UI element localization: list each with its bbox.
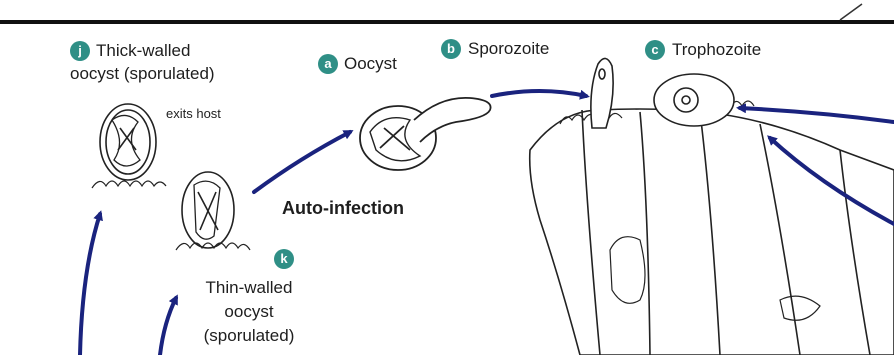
- thin-walled-oocyst-drawing: [176, 172, 250, 250]
- corner-line: [840, 4, 862, 20]
- badge-b: b: [441, 39, 461, 59]
- thin-walled-label-line1: Thin-walled: [190, 278, 308, 298]
- thin-walled-label-line3: (sporulated): [184, 326, 314, 346]
- badge-c: c: [645, 40, 665, 60]
- badge-j: j: [70, 41, 90, 61]
- arrow-up-to-thin-oocyst: [160, 298, 176, 355]
- arrow-up-to-thick-oocyst: [80, 214, 100, 355]
- oocyst-drawing: [360, 98, 491, 170]
- host-epithelium-drawing: [530, 101, 894, 355]
- thick-walled-oocyst-drawing: [92, 104, 166, 188]
- thin-walled-label-line2: oocyst: [190, 302, 308, 322]
- trophozoite-label: Trophozoite: [672, 40, 761, 60]
- arrow-to-trophozoite-upper: [740, 108, 894, 122]
- arrow-thin-oocyst-to-oocyst: [254, 132, 350, 192]
- trophozoite-drawing: [654, 74, 734, 126]
- badge-k: k: [274, 249, 294, 269]
- auto-infection-label: Auto-infection: [282, 198, 404, 218]
- oocyst-label: Oocyst: [344, 54, 397, 74]
- arrow-oocyst-to-sporozoite: [492, 91, 586, 96]
- exits-host-note: exits host: [166, 104, 221, 124]
- sporozoite-label: Sporozoite: [468, 39, 549, 59]
- badge-a: a: [318, 54, 338, 74]
- thick-walled-label-line1: Thick-walled: [96, 41, 190, 61]
- thick-walled-label-line2: oocyst (sporulated): [70, 64, 215, 84]
